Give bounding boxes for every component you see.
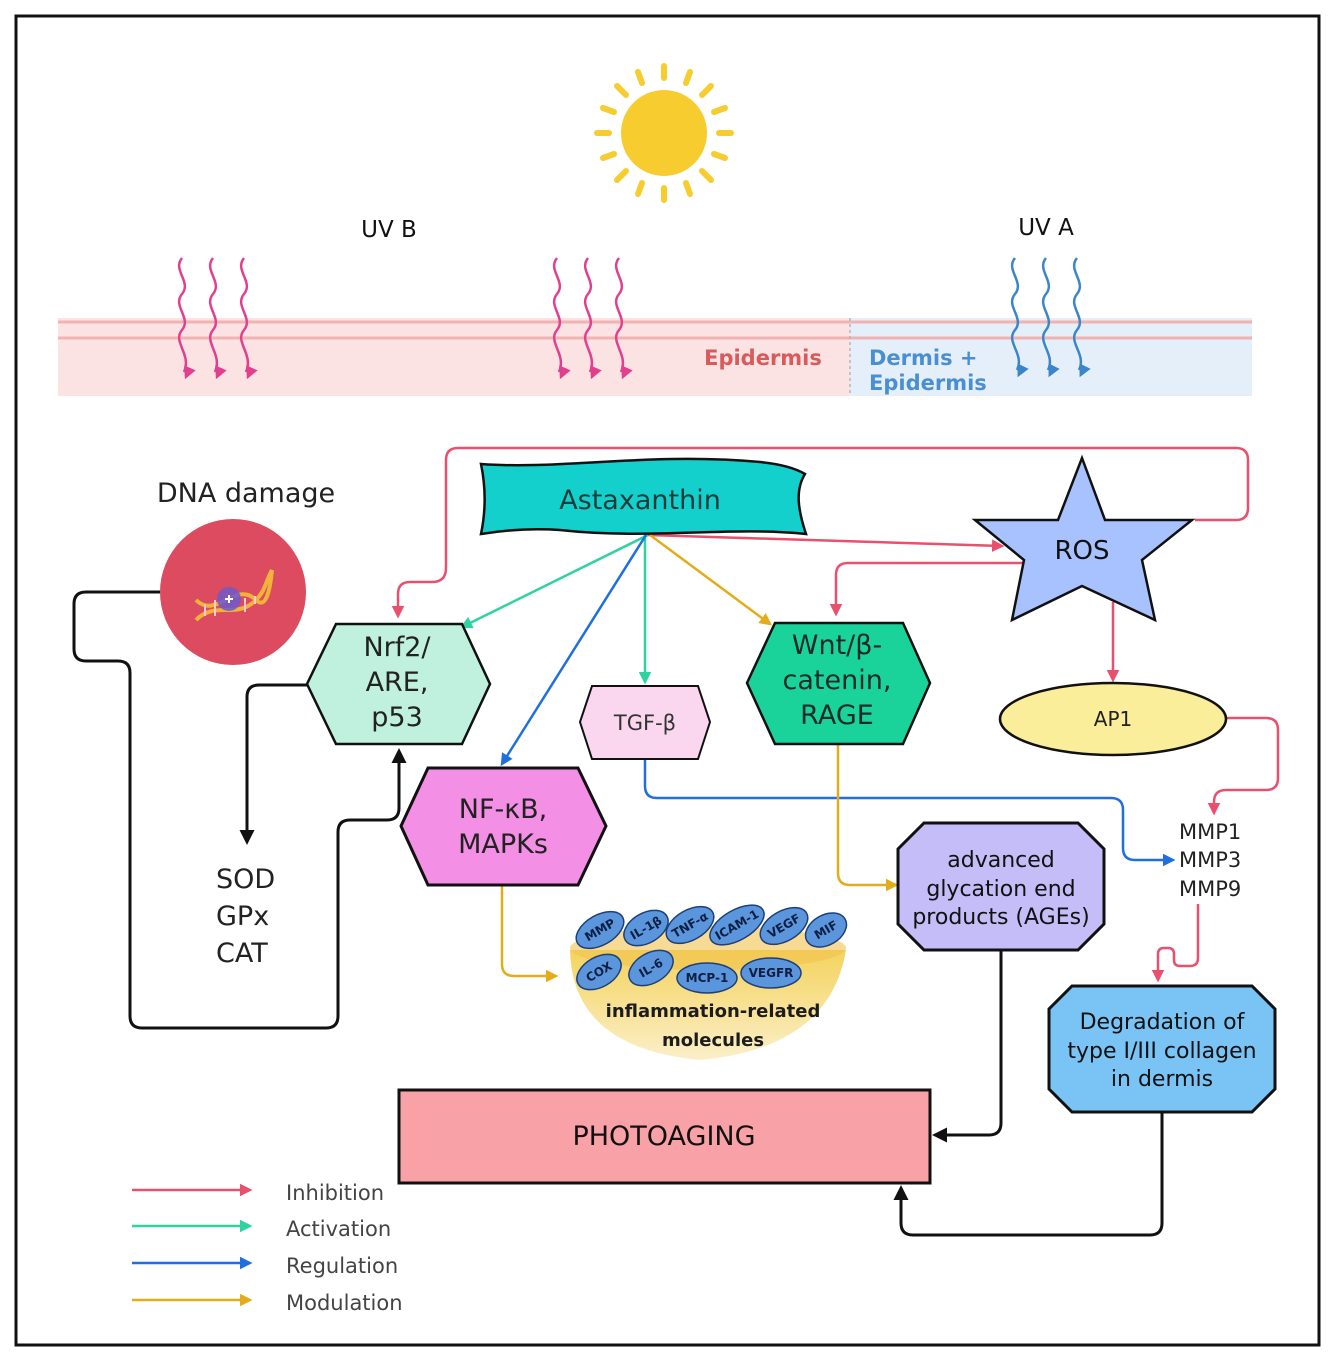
ap1-label: AP1 [1094, 707, 1132, 731]
legend-activation-label: Activation [286, 1217, 391, 1241]
nfkb-label-line1: NF-κB, [459, 794, 548, 825]
wnt-to-ages-arrow [836, 745, 899, 892]
astaxanthin-label: Astaxanthin [559, 485, 721, 516]
inflammation-caption-line2: molecules [662, 1030, 764, 1051]
uva-rays [1010, 257, 1091, 378]
marker-icam1-pill [709, 904, 765, 946]
legend-inhibition-label: Inhibition [286, 1181, 384, 1205]
uva-ray [1010, 257, 1029, 378]
marker-vegfr-pill [740, 957, 802, 989]
mmp1-label: MMP1 [1179, 820, 1241, 844]
uvb-ray [239, 257, 258, 380]
antioxidant-cat: CAT [216, 938, 268, 969]
uva-label: UV A [1018, 215, 1074, 241]
uvb-ray [177, 257, 196, 380]
nrf2-hexagon [305, 622, 492, 746]
collagen-octagon [1047, 984, 1277, 1114]
mmp9-label: MMP9 [1179, 877, 1241, 901]
astaxanthin-to-wnt-arrow [649, 533, 773, 626]
ages-label-line1: advanced [947, 848, 1055, 873]
ros-label: ROS [1054, 536, 1109, 566]
photoaging-box [397, 1088, 932, 1185]
astaxanthin-banner [479, 457, 808, 536]
marker-mcp1-label: MCP-1 [686, 971, 729, 985]
black-connectors [72, 590, 1164, 1237]
nrf2-to-antioxidants-arrow [239, 683, 307, 845]
nfkb-label-line2: MAPKs [458, 829, 548, 860]
dermis-label-line1: Dermis + [869, 346, 978, 370]
uva-ray [1041, 257, 1060, 378]
legend-regulation-label: Regulation [286, 1254, 398, 1278]
tgf-to-mmp-arrow [643, 760, 1176, 867]
ros-star [971, 454, 1196, 623]
ap1-ellipse [998, 681, 1228, 757]
inflammation-caption-line1: inflammation-related [606, 1001, 821, 1022]
collagen-label-line1: Degradation of [1080, 1010, 1246, 1035]
nfkb-to-inflammation-arrow [500, 886, 559, 983]
uvb-ray [208, 257, 227, 380]
collagen-to-photoaging-arrow [893, 1112, 1164, 1237]
skin-layer [58, 318, 1252, 396]
inhibition-connectors [391, 446, 1280, 983]
ros-to-nrf2-arrow [391, 446, 1250, 619]
dna-to-nrf2-arrow [72, 590, 407, 1030]
tgf-hexagon [578, 685, 712, 760]
epidermis-label: Epidermis [704, 346, 822, 370]
ages-to-photoaging-arrow [932, 950, 1003, 1143]
astaxanthin-to-ros-arrow [647, 533, 1005, 552]
uvb-ray [552, 257, 571, 380]
antioxidant-gpx: GPx [216, 901, 269, 932]
wnt-label-line3: RAGE [800, 700, 874, 731]
collagen-label-line2: type I/III collagen [1067, 1039, 1256, 1064]
marker-mmp-pill [575, 910, 625, 950]
mmp-to-collagen-arrow [1151, 904, 1200, 983]
dermis-label-line2: Epidermis [869, 371, 987, 395]
uvb-ray [583, 257, 602, 380]
modulation-connectors [500, 533, 899, 983]
photoaging-label: PHOTOAGING [572, 1121, 755, 1152]
wnt-label-line2: catenin, [783, 665, 892, 696]
marker-vegf-pill [759, 906, 809, 946]
astaxanthin-to-nrf2-arrow [459, 533, 649, 629]
wnt-label-line1: Wnt/β- [792, 630, 882, 661]
regulation-connectors [500, 534, 1176, 867]
marker-tnfa-pill [665, 905, 715, 945]
marker-vegfr-label: VEGFR [749, 966, 794, 980]
uva-ray [1072, 257, 1091, 378]
nrf2-label-line3: p53 [371, 702, 423, 733]
mmp3-label: MMP3 [1179, 848, 1241, 872]
sun-icon [594, 63, 734, 203]
ap1-to-mmp-arrow [1207, 716, 1280, 816]
legend-modulation-label: Modulation [286, 1291, 403, 1315]
uvb-ray [614, 257, 633, 380]
marker-il1b-pill [623, 909, 669, 947]
wnt-hexagon [745, 621, 932, 746]
marker-il6-pill [628, 949, 674, 987]
dna-damage-label: DNA damage [157, 478, 335, 509]
marker-cox-pill [576, 953, 622, 991]
nrf2-label-line2: ARE, [366, 667, 429, 698]
antioxidant-sod: SOD [216, 864, 275, 895]
marker-mif-pill [804, 912, 848, 948]
legend: Inhibition Activation Regulation Modulat… [132, 1181, 403, 1315]
activation-connectors [459, 533, 652, 685]
tgf-label: TGF-β [613, 711, 676, 735]
nrf2-label-line1: Nrf2/ [363, 632, 431, 663]
ages-label-line3: products (AGEs) [912, 905, 1089, 930]
collagen-label-line3: in dermis [1111, 1067, 1213, 1092]
marker-mcp1-pill [676, 962, 738, 994]
nfkb-hexagon [399, 766, 608, 887]
ages-octagon [896, 821, 1106, 952]
inflammation-molecules-bowl: MMP IL-1β TNF-α ICAM-1 VEGF MIF COX IL-6… [570, 904, 848, 1060]
uvb-rays [177, 257, 633, 380]
uvb-label: UV B [361, 217, 417, 243]
ros-to-wnt-arrow [829, 561, 1025, 617]
astaxanthin-to-nfkb-arrow [500, 534, 648, 767]
dna-icon [160, 519, 306, 665]
ages-label-line2: glycation end [926, 877, 1075, 902]
